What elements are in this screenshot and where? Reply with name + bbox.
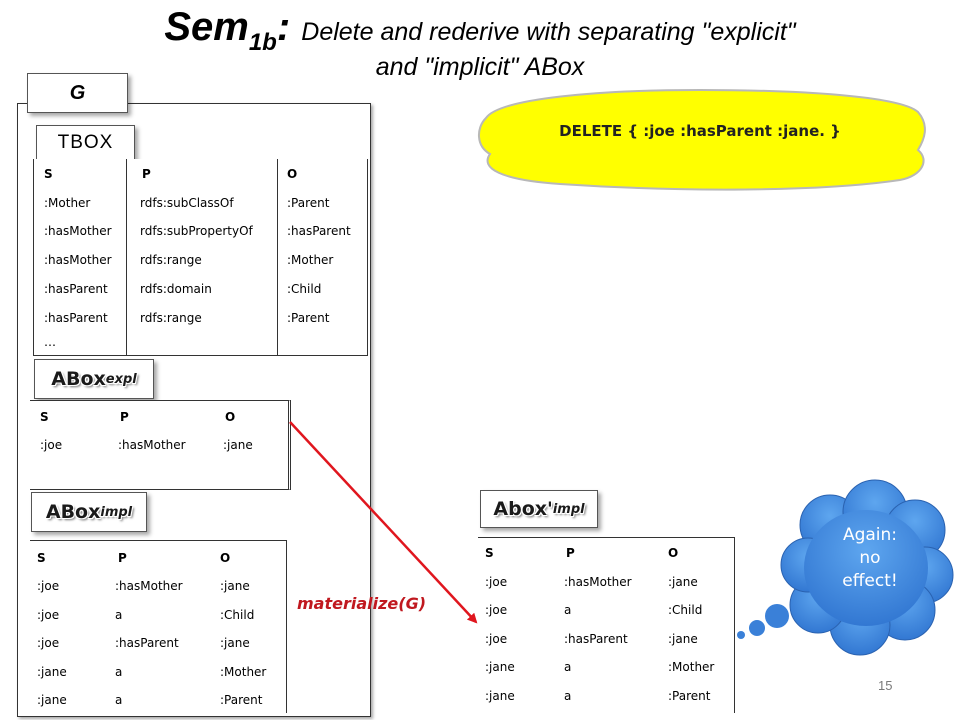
abox-impl-cell: :hasMother [115,579,183,593]
tbox-cell: :Child [287,282,322,296]
abox-impl-label-main: ABox [45,501,101,523]
title-main: Sem [164,5,249,49]
abox-impl-header-p: P [118,551,127,565]
thought-cloud-text: Again: no effect! [800,524,940,593]
abox-prime-cell: :jane [668,632,698,646]
abox-impl-cell: :joe [37,608,60,622]
tbox-cell: rdfs:subPropertyOf [140,224,253,238]
tbox-header-p: P [142,167,151,181]
abox-impl-cell: a [115,665,123,679]
abox-prime-cell: a [564,689,572,703]
abox-prime-impl-table: S P O :joe :hasMother :jane :joe a :Chil… [478,537,735,713]
abox-prime-header-p: P [566,546,575,560]
abox-impl-cell: :joe [37,636,60,650]
tbox-header-s: S [44,167,53,181]
abox-expl-header-p: P [120,410,129,424]
tbox-cell: rdfs:subClassOf [140,196,234,210]
title-colon: : [276,5,302,49]
tbox-cell: :hasParent [287,224,351,238]
title-rest-line1: Delete and rederive with separating "exp… [301,18,796,46]
cloud-line-2: no [859,547,881,568]
thought-cloud-shape [780,479,954,656]
abox-impl-cell: a [115,608,123,622]
tbox-cell: :Mother [287,253,334,267]
abox-expl-cell: :joe [40,438,63,452]
slide-title: Sem1b: Delete and rederive with separati… [0,4,960,81]
tbox-cell: :hasMother [44,224,112,238]
abox-prime-header-s: S [485,546,494,560]
g-label: G [27,73,128,113]
thought-cloud-dots [737,604,789,639]
title-subscript: 1b [248,29,277,56]
tbox-ellipsis: … [44,335,56,349]
abox-prime-cell: :hasParent [564,632,628,646]
materialize-label: materialize(G) [297,594,427,613]
tbox-cell: :hasParent [44,311,108,325]
abox-prime-label-main: Abox' [493,498,553,520]
abox-impl-cell: :jane [37,665,67,679]
abox-impl-cell: :jane [220,579,250,593]
page-number: 15 [878,678,893,693]
tbox-column-divider [126,159,127,355]
tbox-cell: :Parent [287,196,330,210]
abox-expl-header-o: O [225,410,236,424]
abox-prime-label-sub: impl [552,501,585,517]
tbox-cell: rdfs:range [140,311,202,325]
abox-impl-cell: :jane [37,693,67,707]
abox-prime-cell: :hasMother [564,575,632,589]
abox-expl-label-main: ABox [51,368,106,390]
abox-prime-cell: a [564,660,572,674]
tbox-cell: :hasParent [44,282,108,296]
abox-expl-cell: :jane [223,438,253,452]
materialize-arrow [289,421,478,624]
cloud-line-1: Again: [842,525,898,545]
abox-impl-cell: :Child [220,608,255,622]
abox-impl-table: S P O :joe :hasMother :jane :joe a :Chil… [30,540,287,713]
abox-impl-cell: :Mother [220,665,267,679]
abox-expl-label-sub: expl [105,371,137,387]
delete-bubble-shape [478,88,926,191]
title-line2: and "implicit" ABox [375,52,585,81]
tbox-cell: :Parent [287,311,330,325]
abox-prime-cell: :Mother [668,660,715,674]
abox-expl-header-s: S [40,410,49,424]
abox-prime-cell: :joe [485,575,508,589]
abox-expl-table: S P O :joe :hasMother :jane [30,400,291,490]
tbox-cell: :Mother [44,196,91,210]
abox-prime-header-o: O [668,546,679,560]
tbox-cell: rdfs:domain [140,282,212,296]
tbox-table: S P O :Mother rdfs:subClassOf :Parent :h… [33,159,368,356]
abox-prime-cell: :jane [485,660,515,674]
tbox-cell: rdfs:range [140,253,202,267]
abox-prime-cell: :Parent [668,689,711,703]
tbox-column-divider [277,159,278,355]
abox-prime-cell: :jane [668,575,698,589]
abox-impl-cell: :Parent [220,693,263,707]
abox-impl-cell: :joe [37,579,60,593]
abox-prime-cell: :jane [485,689,515,703]
abox-impl-label-sub: impl [100,504,133,520]
tbox-cell: :hasMother [44,253,112,267]
abox-impl-header-s: S [37,551,46,565]
tbox-header-o: O [287,167,298,181]
delete-command-text: DELETE { :joe :hasParent :jane. } [559,122,841,140]
abox-impl-header-o: O [220,551,231,565]
abox-prime-cell: :Child [668,603,703,617]
abox-impl-cell: :jane [220,636,250,650]
abox-expl-cell: :hasMother [118,438,186,452]
abox-impl-cell: a [115,693,123,707]
abox-impl-cell: :hasParent [115,636,179,650]
cloud-line-3: effect! [842,570,898,591]
abox-prime-impl-label: Abox'impl [480,490,598,528]
abox-prime-cell: :joe [485,632,508,646]
abox-prime-cell: a [564,603,572,617]
tbox-label: TBOX [36,125,135,161]
abox-prime-cell: :joe [485,603,508,617]
